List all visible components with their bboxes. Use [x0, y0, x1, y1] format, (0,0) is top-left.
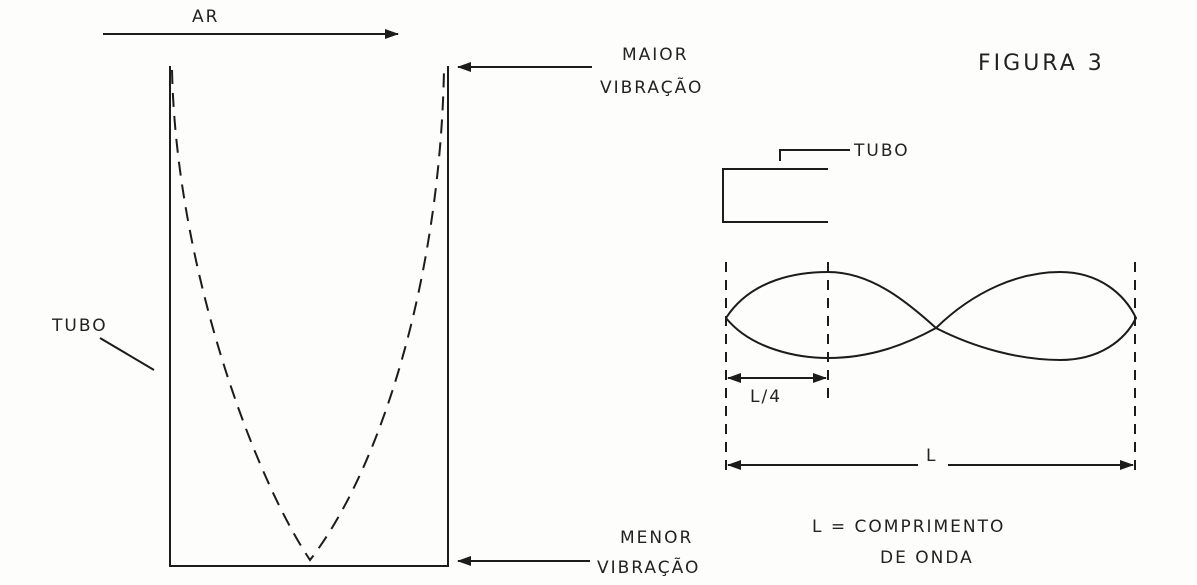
figure-title: FIGURA 3	[978, 51, 1105, 76]
quarter-label: L/4	[750, 387, 782, 407]
max-vibration-label-1: MAIOR	[622, 45, 689, 65]
min-vibration-label-2: VIBRAÇÃO	[597, 556, 700, 578]
tube-outline	[169, 66, 449, 567]
air-label: AR	[192, 7, 219, 27]
max-vibration-label-2: VIBRAÇÃO	[600, 76, 703, 98]
small-tube-outline	[722, 168, 828, 223]
left-tube-leader	[99, 337, 155, 371]
length-label: L	[926, 446, 937, 466]
legend-line-2: DE ONDA	[880, 548, 974, 568]
small-tube-leader	[779, 149, 850, 161]
length-label-backdrop	[918, 450, 948, 474]
vibration-curve	[171, 69, 445, 562]
legend-line-1: L = COMPRIMENTO	[812, 517, 1005, 537]
standing-wave	[724, 270, 1138, 362]
min-vibration-label-1: MENOR	[620, 528, 693, 548]
small-tube-label: TUBO	[853, 141, 910, 161]
left-tube-label: TUBO	[51, 316, 108, 336]
